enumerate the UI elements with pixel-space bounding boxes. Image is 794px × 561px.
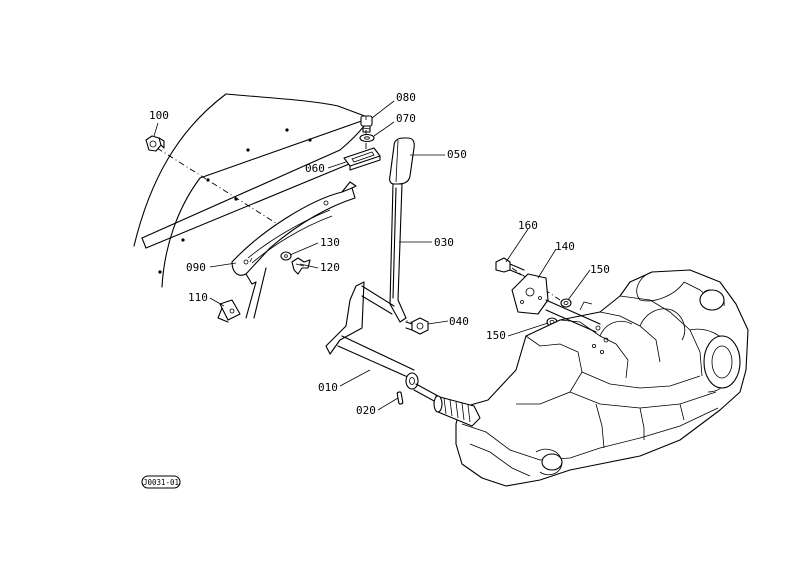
- label-150-lower: 150: [486, 329, 506, 342]
- label-060: 060: [305, 162, 325, 175]
- label-110: 110: [188, 291, 208, 304]
- wing-nut-120: [291, 257, 311, 275]
- label-100: 100: [149, 109, 169, 122]
- bolt-160: [495, 257, 525, 276]
- clip-110: [217, 299, 241, 323]
- label-020: 020: [356, 404, 376, 417]
- engine-assembly: [455, 269, 749, 487]
- label-130: 130: [320, 236, 340, 249]
- label-050: 050: [447, 148, 467, 161]
- label-160: 160: [518, 219, 538, 232]
- guide-plate-090: [231, 181, 357, 319]
- fender-panel: [133, 93, 371, 288]
- bolt-040: [405, 317, 429, 335]
- label-120: 120: [320, 261, 340, 274]
- lever-030: [389, 183, 407, 323]
- label-150-upper: 150: [590, 263, 610, 276]
- leader-lines: [153, 100, 591, 411]
- label-090: 090: [186, 261, 206, 274]
- centerline-100: [156, 147, 291, 233]
- label-070: 070: [396, 112, 416, 125]
- label-040: 040: [449, 315, 469, 328]
- label-010: 010: [318, 381, 338, 394]
- shaft-010: [325, 281, 419, 390]
- plate-140: [511, 273, 549, 315]
- plate-060: [343, 147, 381, 171]
- o-ring-150-upper: [560, 298, 572, 308]
- cable-spring: [413, 383, 481, 427]
- washer-130: [280, 251, 292, 261]
- bolt-080: [360, 115, 373, 133]
- washer-070: [359, 133, 375, 143]
- drawing-code: J0031-01: [143, 478, 179, 487]
- label-030: 030: [434, 236, 454, 249]
- knob-050: [389, 137, 415, 185]
- drawing-code-stamp: J0031-01: [141, 475, 181, 489]
- nut-100: [145, 135, 165, 152]
- label-140: 140: [555, 240, 575, 253]
- label-080: 080: [396, 91, 416, 104]
